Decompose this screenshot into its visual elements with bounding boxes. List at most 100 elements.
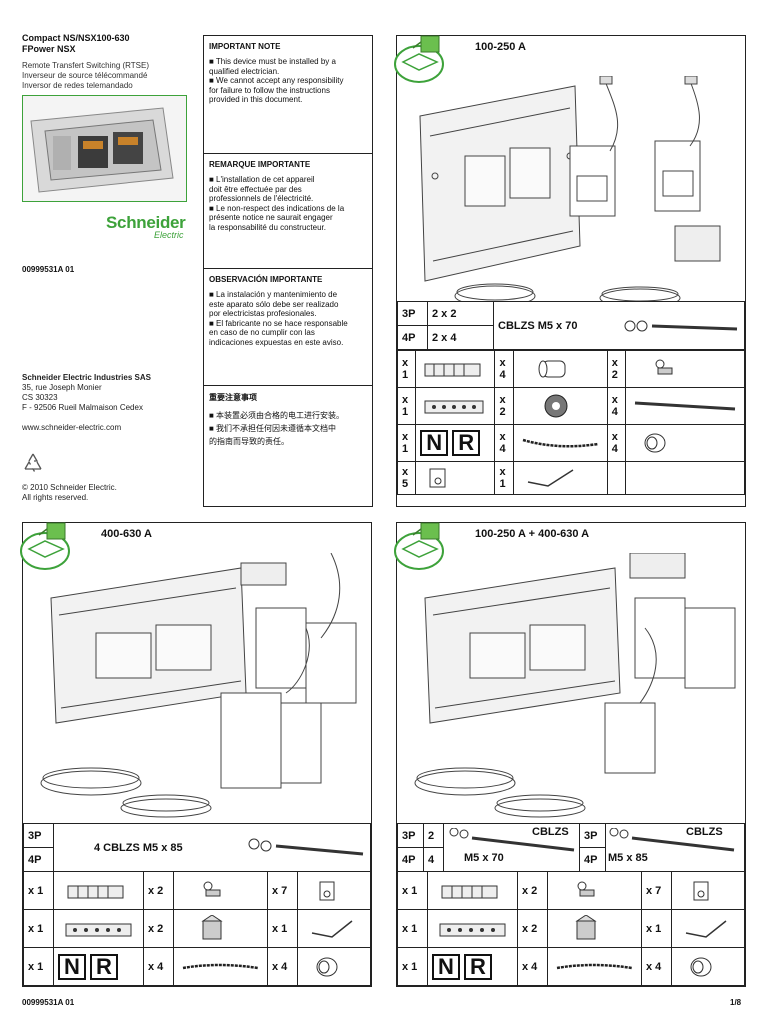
panel1-4p: 4P — [397, 325, 428, 350]
panel1-qty: x 1 — [396, 350, 417, 388]
screw-washer-icon — [655, 359, 673, 375]
recycle-icon — [22, 452, 44, 474]
panel3-4p-count: 4 — [423, 847, 444, 872]
connector-plug-icon — [67, 885, 124, 898]
note-es-body: ■ La instalación y mantenimiento de este… — [209, 290, 348, 347]
panel3-qty: x 7 — [641, 871, 672, 910]
panel3-4p-b: 4P — [579, 847, 606, 872]
note-en-body: ■ This device must be installed by a qua… — [209, 57, 344, 105]
panel3-illustration — [414, 553, 736, 818]
desc-fr: Inverseur de source télécommandé — [22, 71, 148, 80]
footer-doc-code: 00999531A 01 — [22, 998, 75, 1007]
label-n: N — [420, 430, 449, 456]
panel2-illustration — [40, 553, 357, 818]
spacer-cylinder-icon — [575, 914, 597, 939]
panel1-qty: x 4 — [606, 424, 627, 462]
product-photo-frame — [22, 95, 187, 202]
grommet-icon — [544, 394, 568, 418]
desc-es: Inversor de redes telemandado — [22, 81, 133, 90]
panel2-qty: x 2 — [143, 909, 174, 948]
panel3-qty: x 2 — [517, 871, 548, 910]
panel2-qty: x 4 — [143, 947, 174, 986]
panel2-qty: x 1 — [267, 909, 298, 948]
panel2-qty: x 1 — [23, 909, 54, 948]
spacer-cylinder-icon — [201, 914, 223, 939]
address-line2: CS 30323 — [22, 393, 58, 402]
panel-400-630a: 400-630 A 3P 4 CBLZS M5 — [20, 522, 372, 987]
panel-100-250a: 100-250 A — [394, 35, 746, 507]
screw-m5x70-icon — [624, 320, 738, 331]
panel3-screw-b-name: CBLZS — [686, 826, 723, 838]
screw-washer-icon — [203, 881, 221, 896]
panel1-screw-label: CBLZS M5 x 70 — [493, 301, 618, 350]
panel3-screw-b-size: M5 x 85 — [608, 852, 648, 864]
panel2-4p: 4P — [23, 847, 54, 872]
label-n: N — [58, 953, 86, 980]
product-description: Remote Transfert Switching (RTSE) Invers… — [22, 61, 197, 91]
panel3-qty: x 4 — [517, 947, 548, 986]
label-r: R — [90, 953, 118, 980]
doc-code: 00999531A 01 — [22, 265, 75, 274]
panel1-qty: x 1 — [396, 387, 417, 425]
copyright-line1: © 2010 Schneider Electric. — [22, 483, 117, 492]
panel1-parts-header: 3P 2 x 2 CBLZS M5 x 70 4P 2 x 4 — [397, 301, 745, 350]
bracket-icon — [693, 881, 709, 900]
product-title-line1: Compact NS/NSX100-630 — [22, 33, 130, 43]
panel2-qty: x 1 — [23, 947, 54, 986]
screw-m5x70-icon — [449, 828, 575, 852]
bushing-icon — [316, 957, 338, 976]
panel3-qty: x 1 — [397, 909, 428, 948]
panel3-qty: x 4 — [641, 947, 672, 986]
note-en: IMPORTANT NOTE ■ This device must be ins… — [204, 36, 372, 153]
panel-100-250a-plus-400-630a: 100-250 A + 400-630 A 3P 2 — [394, 522, 746, 987]
bushing-icon — [690, 957, 712, 976]
address-line3: F - 92506 Rueil Malmaison Cedex — [22, 403, 143, 412]
address-line1: 35, rue Joseph Monier — [22, 383, 102, 392]
bracket-icon — [319, 881, 335, 900]
panel3-4p: 4P — [397, 847, 424, 872]
panel3-3p-b: 3P — [579, 823, 606, 848]
panel1-3p-count: 2 x 2 — [427, 301, 494, 326]
cable-tie-icon — [556, 963, 633, 969]
note-fr-title: REMARQUE IMPORTANTE — [209, 160, 311, 169]
note-fr: REMARQUE IMPORTANTE ■ L'installation de … — [204, 153, 372, 268]
page-number: 1/8 — [730, 998, 742, 1007]
spacer-cylinder-icon — [538, 360, 566, 378]
panel2-qty: x 4 — [267, 947, 298, 986]
panel3-3p-count: 2 — [423, 823, 444, 848]
bracket-icon — [429, 468, 446, 488]
product-title: Compact NS/NSX100-630 FPower NSX — [22, 33, 192, 55]
company-address: Schneider Electric Industries SAS 35, ru… — [22, 373, 202, 433]
panel3-qty: x 1 — [641, 909, 672, 948]
note-es: OBSERVACIÓN IMPORTANTE ■ La instalación … — [204, 268, 372, 385]
terminal-block-icon — [65, 923, 132, 936]
panel1-qty: x 2 — [494, 387, 514, 425]
label-r: R — [464, 953, 492, 980]
unpack-box-icon — [394, 35, 444, 83]
panel1-qty: x 1 — [396, 424, 417, 462]
unpack-box-icon — [20, 522, 70, 570]
important-notes-box: IMPORTANT NOTE ■ This device must be ins… — [203, 35, 373, 507]
desc-en: Remote Transfert Switching (RTSE) — [22, 61, 150, 70]
panel1-qty: x 4 — [494, 424, 514, 462]
screw-m5x85-icon — [609, 828, 735, 852]
terminal-block-icon — [439, 923, 506, 936]
panel1-title: 100-250 A — [475, 41, 526, 53]
panel2-qty: x 2 — [143, 871, 174, 910]
bushing-icon — [644, 433, 666, 453]
panel2-title: 400-630 A — [101, 528, 152, 540]
copyright-line2: All rights reserved. — [22, 493, 89, 502]
panel1-qty: x 4 — [494, 350, 514, 388]
terminal-block-icon — [424, 400, 484, 414]
panel3-screw-a-name: CBLZS — [532, 826, 569, 838]
label-r: R — [452, 430, 481, 456]
product-photo — [23, 96, 186, 201]
product-title-line2: FPower NSX — [22, 44, 76, 54]
copyright: © 2010 Schneider Electric. All rights re… — [22, 483, 117, 503]
website-link[interactable]: www.schneider-electric.com — [22, 423, 122, 432]
panel2-parts-header: 3P 4 CBLZS M5 x 85 4P — [23, 823, 371, 872]
note-es-title: OBSERVACIÓN IMPORTANTE — [209, 275, 323, 284]
panel3-3p: 3P — [397, 823, 424, 848]
